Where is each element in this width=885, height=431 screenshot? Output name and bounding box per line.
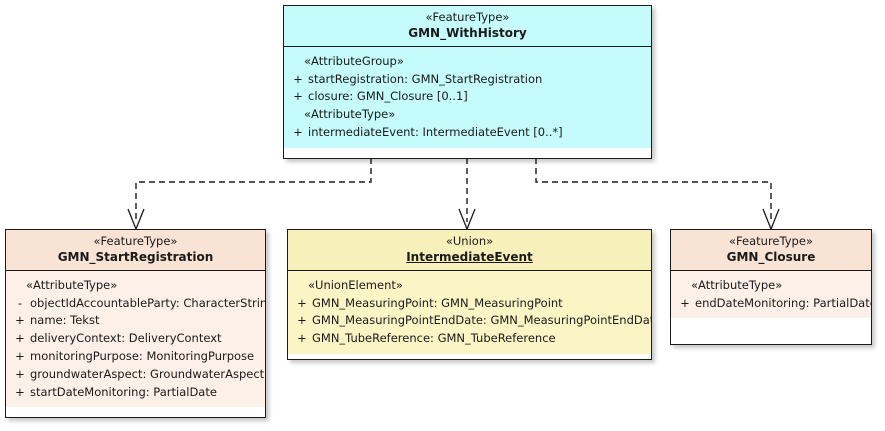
class-box-gmn-with-history[interactable]: «FeatureType» GMN_WithHistory «Attribute… [283, 5, 652, 159]
attribute-text: deliveryContext: DeliveryContext [30, 331, 222, 346]
attribute-row[interactable]: + deliveryContext: DeliveryContext [10, 330, 261, 348]
attribute-group-label: «AttributeType» [691, 277, 783, 292]
connector-to-closure [535, 158, 780, 231]
attribute-visibility: - [17, 295, 23, 310]
union-element-group-label: «UnionElement» [308, 277, 403, 292]
attribute-text: monitoringPurpose: MonitoringPurpose [30, 348, 255, 363]
attribute-row[interactable]: + GMN_MeasuringPoint: GMN_MeasuringPoint [292, 295, 647, 313]
attribute-visibility: + [15, 366, 25, 381]
attribute-visibility: + [297, 331, 307, 346]
attribute-row[interactable]: + closure: GMN_Closure [0..1] [288, 88, 647, 106]
attribute-text: groundwaterAspect: GroundwaterAspect [30, 366, 265, 381]
attribute-visibility: + [297, 295, 307, 310]
attribute-row[interactable]: - objectIdAccountableParty: CharacterStr… [10, 295, 265, 313]
class-body-gmn-with-history: «AttributeGroup» + startRegistration: GM… [284, 46, 651, 148]
class-box-gmn-start-registration[interactable]: «FeatureType» GMN_StartRegistration «Att… [5, 229, 266, 418]
class-box-intermediate-event[interactable]: «Union» IntermediateEvent «UnionElement»… [287, 229, 652, 360]
class-stereotype: «Union» [445, 234, 494, 248]
attribute-text: GMN_MeasuringPoint: GMN_MeasuringPoint [312, 295, 563, 310]
attribute-text: closure: GMN_Closure [0..1] [308, 89, 468, 104]
attribute-text: name: Tekst [30, 313, 100, 328]
class-name: IntermediateEvent [406, 249, 533, 264]
attribute-text: intermediateEvent: IntermediateEvent [0.… [308, 124, 563, 139]
attribute-group-label: «AttributeType» [26, 277, 118, 292]
attribute-visibility: + [15, 384, 25, 399]
attribute-visibility: + [680, 295, 690, 310]
class-name: GMN_Closure [726, 249, 816, 264]
class-name: GMN_StartRegistration [57, 249, 214, 264]
attribute-text: GMN_MeasuringPointEndDate: GMN_Measuring… [312, 313, 652, 328]
class-header-gmn-start-registration: «FeatureType» GMN_StartRegistration [6, 230, 265, 271]
attribute-group-label: «AttributeType» [304, 107, 396, 122]
attribute-row[interactable]: + GMN_MeasuringPointEndDate: GMN_Measuri… [292, 312, 651, 330]
attribute-visibility: + [15, 331, 25, 346]
attribute-text: startRegistration: GMN_StartRegistration [308, 71, 543, 86]
attribute-visibility: + [293, 124, 303, 139]
attribute-row[interactable]: + endDateMonitoring: PartialDate [675, 295, 871, 313]
connector-to-start-registration [127, 158, 372, 231]
class-box-gmn-closure[interactable]: «FeatureType» GMN_Closure «AttributeType… [670, 229, 872, 345]
class-name: GMN_WithHistory [408, 25, 527, 40]
attribute-row[interactable]: + startRegistration: GMN_StartRegistrati… [288, 71, 647, 89]
attribute-row[interactable]: + groundwaterAspect: GroundwaterAspect [10, 366, 265, 384]
class-body-gmn-closure: «AttributeType» + endDateMonitoring: Par… [671, 270, 871, 319]
attribute-row[interactable]: + GMN_TubeReference: GMN_TubeReference [292, 330, 647, 348]
attribute-visibility: + [15, 313, 25, 328]
attribute-text: GMN_TubeReference: GMN_TubeReference [312, 331, 556, 346]
class-header-gmn-closure: «FeatureType» GMN_Closure [671, 230, 871, 271]
attribute-row[interactable]: + intermediateEvent: IntermediateEvent [… [288, 124, 647, 142]
class-stereotype: «FeatureType» [93, 234, 178, 248]
attribute-visibility: + [293, 71, 303, 86]
class-stereotype: «FeatureType» [729, 234, 813, 248]
attribute-row[interactable]: + name: Tekst [10, 312, 261, 330]
attribute-visibility: + [297, 313, 307, 328]
attribute-text: objectIdAccountableParty: CharacterStrin… [30, 295, 266, 310]
class-stereotype: «FeatureType» [425, 10, 510, 24]
class-header-intermediate-event: «Union» IntermediateEvent [288, 230, 651, 271]
attribute-group-label: «AttributeGroup» [304, 53, 404, 68]
attribute-text: startDateMonitoring: PartialDate [30, 384, 217, 399]
attribute-row[interactable]: + startDateMonitoring: PartialDate [10, 384, 261, 402]
attribute-text: endDateMonitoring: PartialDate [695, 295, 872, 310]
connector-to-intermediate-event [458, 158, 476, 231]
attribute-visibility: + [293, 89, 303, 104]
attribute-visibility: + [15, 348, 25, 363]
class-body-intermediate-event: «UnionElement» + GMN_MeasuringPoint: GMN… [288, 270, 651, 354]
class-header-gmn-with-history: «FeatureType» GMN_WithHistory [284, 6, 651, 47]
class-body-gmn-start-registration: «AttributeType» - objectIdAccountablePar… [6, 270, 265, 408]
attribute-row[interactable]: + monitoringPurpose: MonitoringPurpose [10, 348, 261, 366]
